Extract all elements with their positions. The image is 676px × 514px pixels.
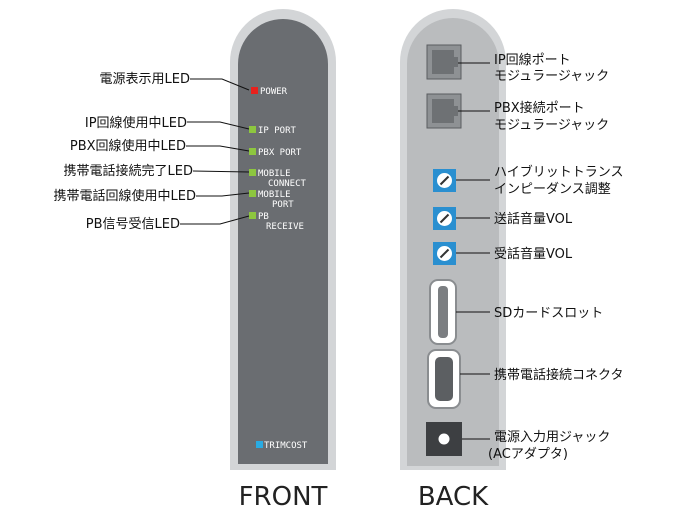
front-panel-body: [238, 19, 328, 464]
callout-power-jack-1: 電源入力用ジャック: [494, 430, 610, 445]
ip-modular-jack: [426, 44, 462, 80]
brand-square: [256, 441, 263, 448]
callout-pbx-jack-1: PBX接続ポート: [494, 100, 585, 116]
led-power-label: POWER: [260, 87, 288, 97]
callout-mobile-connect-led: 携帯電話接続完了LED: [64, 163, 193, 179]
callout-ip-jack-2: モジュラージャック: [494, 69, 609, 84]
front-panel: POWER IP PORT PBX PORT MOBILE CONNECT MO…: [230, 9, 336, 470]
led-ip-port: [249, 126, 256, 133]
back-panel: [400, 9, 506, 470]
transmit-volume-knob: [433, 207, 456, 230]
power-input-jack: [426, 422, 462, 456]
led-mobile-port-label: MOBILE: [258, 190, 291, 200]
led-mobile-connect-label-2: CONNECT: [268, 179, 307, 189]
callout-pbx-led: PBX回線使用中LED: [70, 138, 186, 154]
callout-pbx-jack-2: モジュラージャック: [494, 118, 609, 133]
pbx-modular-jack: [426, 93, 462, 129]
led-mobile-connect: [249, 169, 256, 176]
callout-power-led: 電源表示用LED: [100, 72, 190, 87]
mobile-phone-connector: [427, 349, 461, 409]
led-mobile-port: [249, 190, 256, 197]
callout-mobile-port-led: 携帯電話回線使用中LED: [54, 188, 196, 204]
callout-impedance-1: ハイブリットトランス: [494, 164, 623, 180]
callout-impedance-2: インピーダンス調整: [494, 182, 611, 197]
led-mobile-port-label-2: PORT: [272, 200, 294, 210]
led-pb-receive-label-2: RECEIVE: [266, 222, 304, 232]
callout-receive-volume: 受話音量VOL: [494, 246, 573, 262]
led-pb-receive: [249, 212, 256, 219]
front-caption: FRONT: [239, 482, 328, 512]
led-ip-port-label: IP PORT: [258, 126, 297, 136]
callout-ip-jack-1: IP回線ポート: [494, 52, 571, 68]
callout-ip-led: IP回線使用中LED: [85, 115, 187, 131]
front-callouts: 電源表示用LED IP回線使用中LED PBX回線使用中LED 携帯電話接続完了…: [54, 72, 250, 232]
sd-card-slot: [429, 279, 457, 345]
callout-transmit-volume: 送話音量VOL: [494, 211, 573, 227]
callout-mobile-connector: 携帯電話接続コネクタ: [494, 367, 623, 383]
led-pb-receive-label: PB: [258, 212, 269, 222]
impedance-adjust-knob: [433, 169, 456, 192]
back-caption: BACK: [418, 482, 489, 512]
led-mobile-connect-label: MOBILE: [258, 169, 291, 179]
callout-pb-receive-led: PB信号受信LED: [86, 217, 180, 232]
back-callouts: IP回線ポート モジュラージャック PBX接続ポート モジュラージャック ハイブ…: [456, 52, 623, 462]
callout-power-jack-2: (ACアダプタ): [488, 447, 568, 462]
led-pbx-port-label: PBX PORT: [258, 148, 302, 158]
led-power: [251, 87, 258, 94]
receive-volume-knob: [433, 242, 456, 265]
led-pbx-port: [249, 148, 256, 155]
callout-sd-slot: SDカードスロット: [494, 306, 603, 321]
brand-label: TRIMCOST: [264, 441, 308, 451]
